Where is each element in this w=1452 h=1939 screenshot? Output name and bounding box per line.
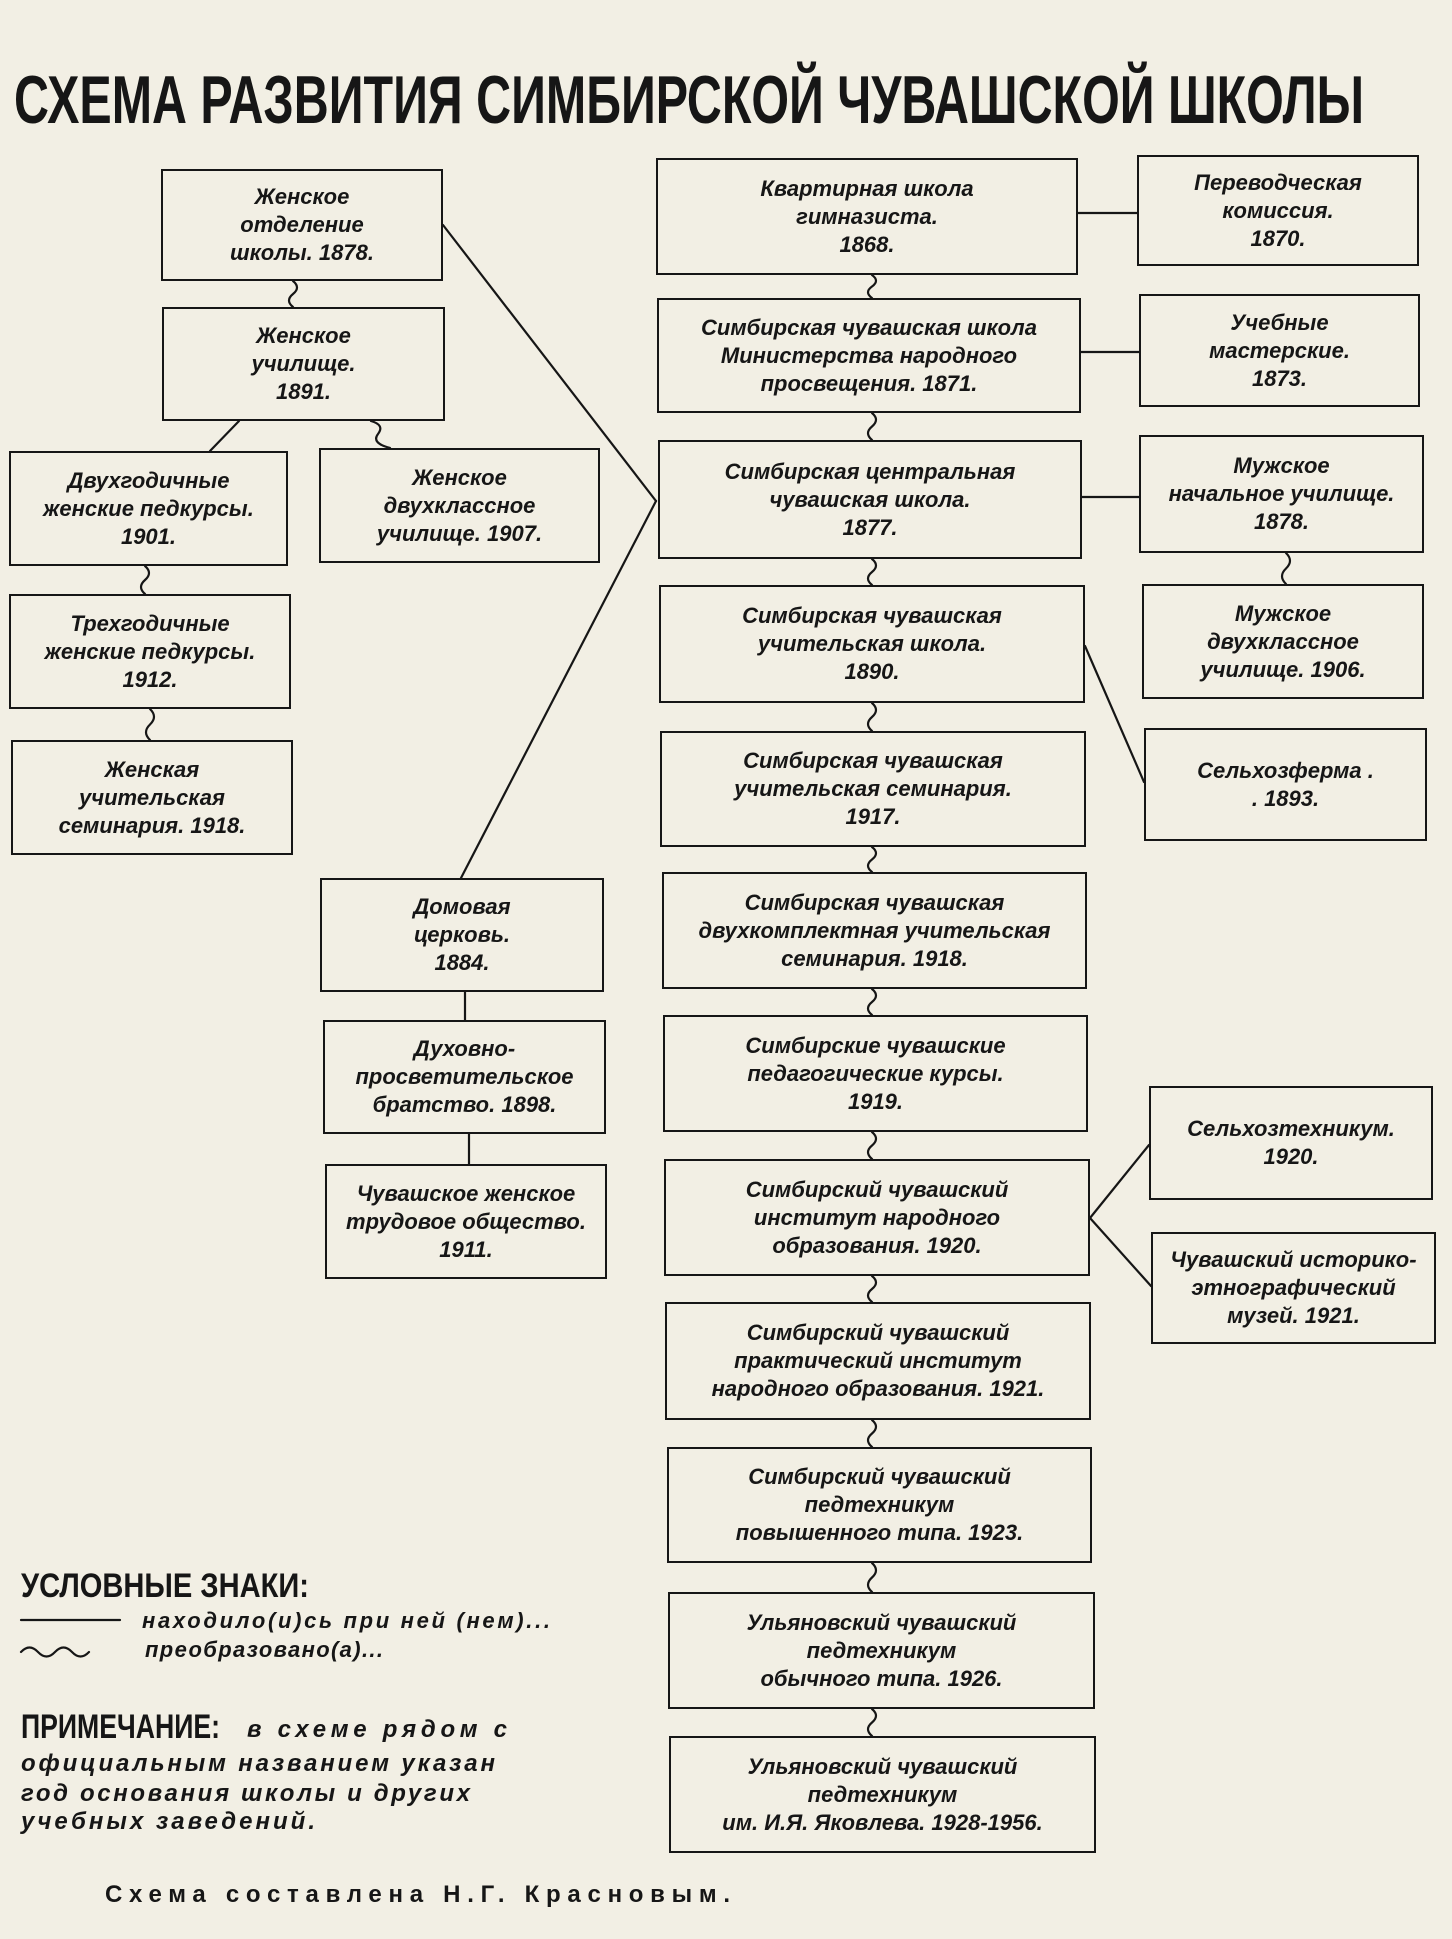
- author-credit: Схема составлена Н.Г. Красновым.: [105, 1881, 730, 1908]
- box-institut-narodnogo-obrazovaniya: Симбирский чувашский институт народного …: [664, 1159, 1090, 1276]
- legend-wavy-line-label: преобразовано(а)...: [145, 1637, 383, 1662]
- transform-wave-center-6-7: [866, 987, 878, 1017]
- link-line-uchitelskaya-shkola-to-selkhozferma: [1083, 644, 1146, 784]
- box-dukhovno-prosvetitelskoe-bratstvo: Духовно- просветительское братство. 1898…: [323, 1020, 606, 1134]
- box-pedtekhnikum-yakovleva: Ульяновский чувашский педтехникум им. И.…: [669, 1736, 1096, 1853]
- box-zhenskoe-uchilishche: Женское училище. 1891.: [162, 307, 445, 421]
- box-trekhgodichnye-pedkursy: Трехгодичные женские педкурсы. 1912.: [9, 594, 291, 709]
- transform-wave-center-2-3: [866, 411, 878, 442]
- transform-wave-center-9-10: [866, 1418, 878, 1449]
- box-perevodcheskaya-komissiya: Переводческая комиссия. 1870.: [1137, 155, 1419, 266]
- legend-straight-line-label: находило(и)сь при ней (нем)...: [142, 1608, 550, 1633]
- box-domovaya-tserkov: Домовая церковь. 1884.: [320, 878, 604, 992]
- transform-wave-center-5-6: [866, 845, 878, 874]
- box-zhenskaya-uchitelskaya-seminariya: Женская учительская семинария. 1918.: [11, 740, 293, 855]
- transform-wave-center-1-2: [866, 273, 878, 300]
- note-line: год основания школы и других: [21, 1780, 472, 1807]
- box-shkola-ministerstva: Симбирская чувашская школа Министерства …: [657, 298, 1081, 413]
- transform-wave-center-11-12: [866, 1707, 878, 1738]
- note-line: в схеме рядом с: [247, 1716, 507, 1743]
- box-pedtekhnikum-povyshennogo-tipa: Симбирский чувашский педтехникум повышен…: [667, 1447, 1092, 1563]
- box-muzhskoe-nachalnoe-uchilishche: Мужское начальное училище. 1878.: [1139, 435, 1424, 553]
- transform-wave-uchilishche-to-dvukhklassnoe: [369, 419, 392, 450]
- box-uchitelskaya-shkola: Симбирская чувашская учительская школа. …: [659, 585, 1085, 703]
- legend-heading: УСЛОВНЫЕ ЗНАКИ:: [21, 1567, 309, 1605]
- box-tsentralnaya-shkola: Симбирская центральная чувашская школа. …: [658, 440, 1082, 559]
- transform-wave-center-4-5: [866, 701, 878, 733]
- link-line-zhenskoe-otdelenie-to-tsentralnaya-shkola: [441, 223, 658, 503]
- box-chuvashskoe-zhenskoe-trudovoe-obshchestvo: Чувашское женское трудовое общество. 191…: [325, 1164, 607, 1279]
- box-zhenskoe-dvukhklassnoe-uchilishche: Женское двухклассное училище. 1907.: [319, 448, 600, 563]
- transform-wave-center-10-11: [866, 1561, 878, 1594]
- box-prakticheskiy-institut: Симбирский чувашский практический инстит…: [665, 1302, 1091, 1420]
- note-line: официальным названием указан: [21, 1750, 496, 1777]
- link-line-institut-to-muzey: [1088, 1216, 1153, 1288]
- legend-wavy-line-icon: [19, 1646, 91, 1658]
- box-pedtekhnikum-obychnogo-tipa: Ульяновский чувашский педтехникум обычно…: [668, 1592, 1095, 1709]
- box-selkhoztekhnikum: Сельхозтехникум. 1920.: [1149, 1086, 1433, 1200]
- box-pedagogicheskie-kursy: Симбирские чувашские педагогические курс…: [663, 1015, 1088, 1132]
- box-istoriko-etnograficheskiy-muzey: Чувашский историко- этнографический музе…: [1151, 1232, 1436, 1344]
- transform-wave-center-7-8: [866, 1130, 878, 1161]
- box-uchebnye-masterskie: Учебные мастерские. 1873.: [1139, 294, 1420, 407]
- box-dvukhgodichnye-pedkursy: Двухгодичные женские педкурсы. 1901.: [9, 451, 288, 566]
- box-selkhozferma: Сельхозферма . . 1893.: [1144, 728, 1427, 841]
- transform-wave-center-8-9: [866, 1274, 878, 1304]
- box-zhenskoe-otdelenie-shkoly: Женское отделение школы. 1878.: [161, 169, 443, 281]
- note-label: ПРИМЕЧАНИЕ:: [21, 1708, 220, 1746]
- box-uchitelskaya-seminariya-1917: Симбирская чувашская учительская семинар…: [660, 731, 1086, 847]
- link-line-tsentralnaya-shkola-to-domovaya-tserkov: [459, 499, 658, 880]
- box-kvartirnaya-shkola: Квартирная школа гимназиста. 1868.: [656, 158, 1078, 275]
- link-line-uchilishche-to-dvukhgodichnye-pedkursy: [208, 419, 241, 453]
- transform-wave-muzhskoe-nachalnoe-to-dvukhklassnoe: [1280, 551, 1292, 586]
- link-line-institut-to-selkhoztekhnikum: [1088, 1143, 1151, 1220]
- transform-wave-trekhgodichnye-to-seminariya: [144, 707, 156, 742]
- box-dvukhkomplektnaya-seminariya: Симбирская чувашская двухкомплектная учи…: [662, 872, 1087, 989]
- box-muzhskoe-dvukhklassnoe-uchilishche: Мужское двухклассное училище. 1906.: [1142, 584, 1424, 699]
- diagram-title: СХЕМА РАЗВИТИЯ СИМБИРСКОЙ ЧУВАШСКОЙ ШКОЛ…: [14, 61, 1364, 138]
- transform-wave-dvukhgodichnye-to-trekhgodichnye: [139, 564, 151, 596]
- note-line: учебных заведений.: [20, 1808, 315, 1835]
- transform-wave-center-3-4: [866, 557, 878, 587]
- transform-wave-zhenskoe-otdelenie-to-uchilishche: [287, 279, 299, 309]
